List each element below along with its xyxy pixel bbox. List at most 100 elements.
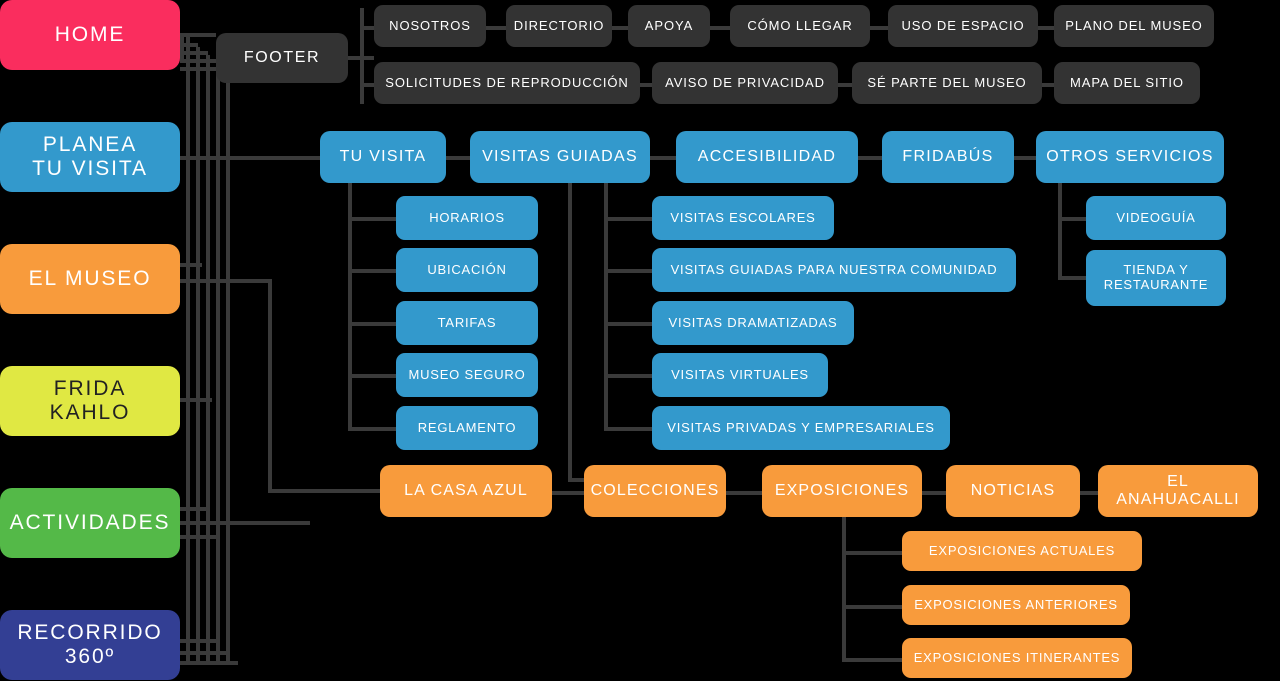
node-visitas-dramatizadas[interactable]: VISITAS DRAMATIZADAS [652,301,854,345]
connector [842,551,904,555]
connector [604,269,654,273]
connector [180,67,228,71]
node-reglamento[interactable]: REGLAMENTO [396,406,538,450]
node-otros-servicios[interactable]: OTROS SERVICIOS [1036,131,1224,183]
node-footer-solicitudes-reproduccion[interactable]: SOLICITUDES DE REPRODUCCIÓN [374,62,640,104]
node-exposiciones-itinerantes[interactable]: EXPOSICIONES ITINERANTES [902,638,1132,678]
connector [1042,83,1054,87]
connector [568,182,572,482]
node-visitas-privadas-empresariales[interactable]: VISITAS PRIVADAS Y EMPRESARIALES [652,406,950,450]
connector [858,156,884,160]
connector [180,263,202,267]
connector [180,661,238,665]
node-visitas-escolares[interactable]: VISITAS ESCOLARES [652,196,834,240]
connector [842,658,904,662]
connector [612,26,628,30]
connector [446,156,472,160]
node-accesibilidad[interactable]: ACCESIBILIDAD [676,131,858,183]
connector [1058,217,1088,221]
connector [604,182,608,430]
connector [180,535,220,539]
node-exposiciones[interactable]: EXPOSICIONES [762,465,922,517]
connector [726,491,762,495]
connector [1058,182,1062,280]
connector [348,322,396,326]
connector [650,156,678,160]
connector [216,63,220,665]
connector [604,182,608,192]
node-tarifas[interactable]: TARIFAS [396,301,538,345]
node-footer-se-parte-del-museo[interactable]: SÉ PARTE DEL MUSEO [852,62,1042,104]
node-planea-tu-visita[interactable]: PLANEA TU VISITA [0,122,180,192]
node-el-anahuacalli[interactable]: EL ANAHUACALLI [1098,465,1258,517]
node-footer-directorio[interactable]: DIRECTORIO [506,5,612,47]
node-visitas-virtuales[interactable]: VISITAS VIRTUALES [652,353,828,397]
connector [1014,156,1036,160]
connector [180,51,208,55]
connector [640,83,652,87]
connector [180,398,212,402]
node-visitas-guiadas[interactable]: VISITAS GUIADAS [470,131,650,183]
connector [568,478,594,482]
connector [348,427,396,431]
connector [180,639,218,643]
node-visitas-guiadas-comunidad[interactable]: VISITAS GUIADAS PARA NUESTRA COMUNIDAD [652,248,1016,292]
connector [870,26,888,30]
node-footer-aviso-de-privacidad[interactable]: AVISO DE PRIVACIDAD [652,62,838,104]
node-exposiciones-anteriores[interactable]: EXPOSICIONES ANTERIORES [902,585,1130,625]
node-footer-nosotros[interactable]: NOSOTROS [374,5,486,47]
node-videoguia[interactable]: VIDEOGUÍA [1086,196,1226,240]
connector [1058,276,1088,280]
node-actividades[interactable]: ACTIVIDADES [0,488,180,558]
node-footer-plano-del-museo[interactable]: PLANO DEL MUSEO [1054,5,1214,47]
connector [710,26,730,30]
node-tienda-y-restaurante[interactable]: TIENDA Y RESTAURANTE [1086,250,1226,306]
connector [226,71,230,665]
node-exposiciones-actuales[interactable]: EXPOSICIONES ACTUALES [902,531,1142,571]
connector [842,517,846,661]
connector [360,26,380,30]
connector [180,43,198,47]
connector [348,182,352,430]
connector [604,374,654,378]
node-el-museo[interactable]: EL MUSEO [0,244,180,314]
connector [1080,491,1098,495]
node-colecciones[interactable]: COLECCIONES [584,465,726,517]
connector [206,55,210,665]
node-noticias[interactable]: NOTICIAS [946,465,1080,517]
connector [604,427,654,431]
node-footer-mapa-del-sitio[interactable]: MAPA DEL SITIO [1054,62,1200,104]
connector [842,605,904,609]
node-museo-seguro[interactable]: MUSEO SEGURO [396,353,538,397]
node-frida-kahlo[interactable]: FRIDA KAHLO [0,366,180,436]
connector [196,47,200,665]
node-tu-visita[interactable]: TU VISITA [320,131,446,183]
connector [180,507,210,511]
node-footer-como-llegar[interactable]: CÓMO LLEGAR [730,5,870,47]
connector [552,491,584,495]
node-fridabus[interactable]: FRIDABÚS [882,131,1014,183]
connector [838,83,852,87]
node-footer[interactable]: FOOTER [216,33,348,83]
connector [922,491,946,495]
connector [268,489,382,493]
connector [604,322,654,326]
connector [486,26,506,30]
node-la-casa-azul[interactable]: LA CASA AZUL [380,465,552,517]
node-recorrido-360[interactable]: RECORRIDO 360º [0,610,180,680]
connector [180,651,228,655]
connector [604,217,654,221]
connector [186,37,190,665]
node-home[interactable]: HOME [0,0,180,70]
connector [180,279,272,283]
connector [348,217,396,221]
node-ubicacion[interactable]: UBICACIÓN [396,248,538,292]
connector [180,33,216,37]
node-footer-uso-de-espacio[interactable]: USO DE ESPACIO [888,5,1038,47]
connector [180,156,322,160]
node-footer-apoya[interactable]: APOYA [628,5,710,47]
connector [1038,26,1054,30]
connector [268,279,272,492]
node-horarios[interactable]: HORARIOS [396,196,538,240]
